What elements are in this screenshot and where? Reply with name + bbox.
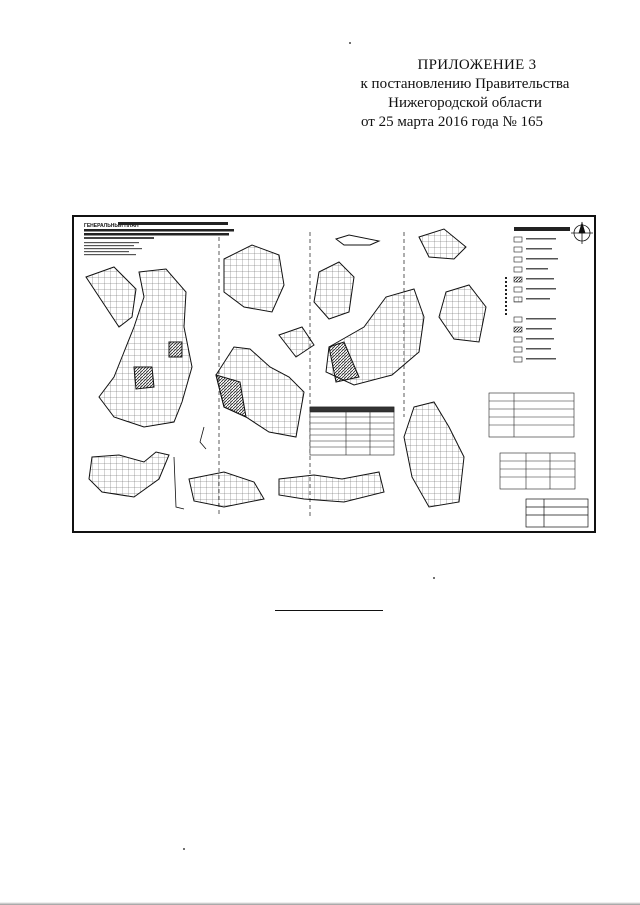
settlement-right-upper (438, 284, 487, 343)
appendix-header: ПРИЛОЖЕНИЕ 3 к постановлению Правительст… (340, 56, 590, 132)
appendix-date: от 25 марта 2016 года № 165 (360, 114, 544, 130)
settlement-lower-left (88, 451, 170, 498)
appendix-title: ПРИЛОЖЕНИЕ 3 (417, 57, 537, 73)
north-arrow-icon (571, 221, 593, 244)
map-legend (505, 227, 570, 363)
center-table (309, 406, 395, 456)
scan-speck (433, 577, 435, 579)
map-title-block: ГЕНЕРАЛЬНЫЙ ПЛАН (84, 221, 234, 256)
settlement-upper-b (313, 234, 381, 320)
appendix-resolution: к постановлению Правительства (360, 76, 570, 92)
map-drawing: ГЕНЕРАЛЬНЫЙ ПЛАН (84, 221, 593, 528)
appendix-region: Нижегородской области (388, 95, 542, 111)
scan-edge (0, 902, 640, 905)
scan-speck (349, 42, 351, 44)
scan-speck (183, 848, 185, 850)
settlement-main (85, 266, 193, 428)
general-plan-map: ГЕНЕРАЛЬНЫЙ ПЛАН (72, 215, 596, 533)
stats-table (488, 392, 576, 490)
settlement-bottom-b (278, 471, 385, 503)
settlement-upper-c (418, 228, 467, 260)
settlement-center-left (215, 326, 315, 438)
settlement-right-lower (403, 401, 465, 508)
settlement-bottom-a (188, 471, 265, 508)
settlement-center-right (325, 288, 425, 386)
settlement-upper-a (223, 244, 285, 313)
separator-line (275, 610, 383, 611)
map-stamp-title: ГЕНЕРАЛЬНЫЙ ПЛАН (84, 221, 139, 229)
title-stamp (525, 498, 589, 528)
